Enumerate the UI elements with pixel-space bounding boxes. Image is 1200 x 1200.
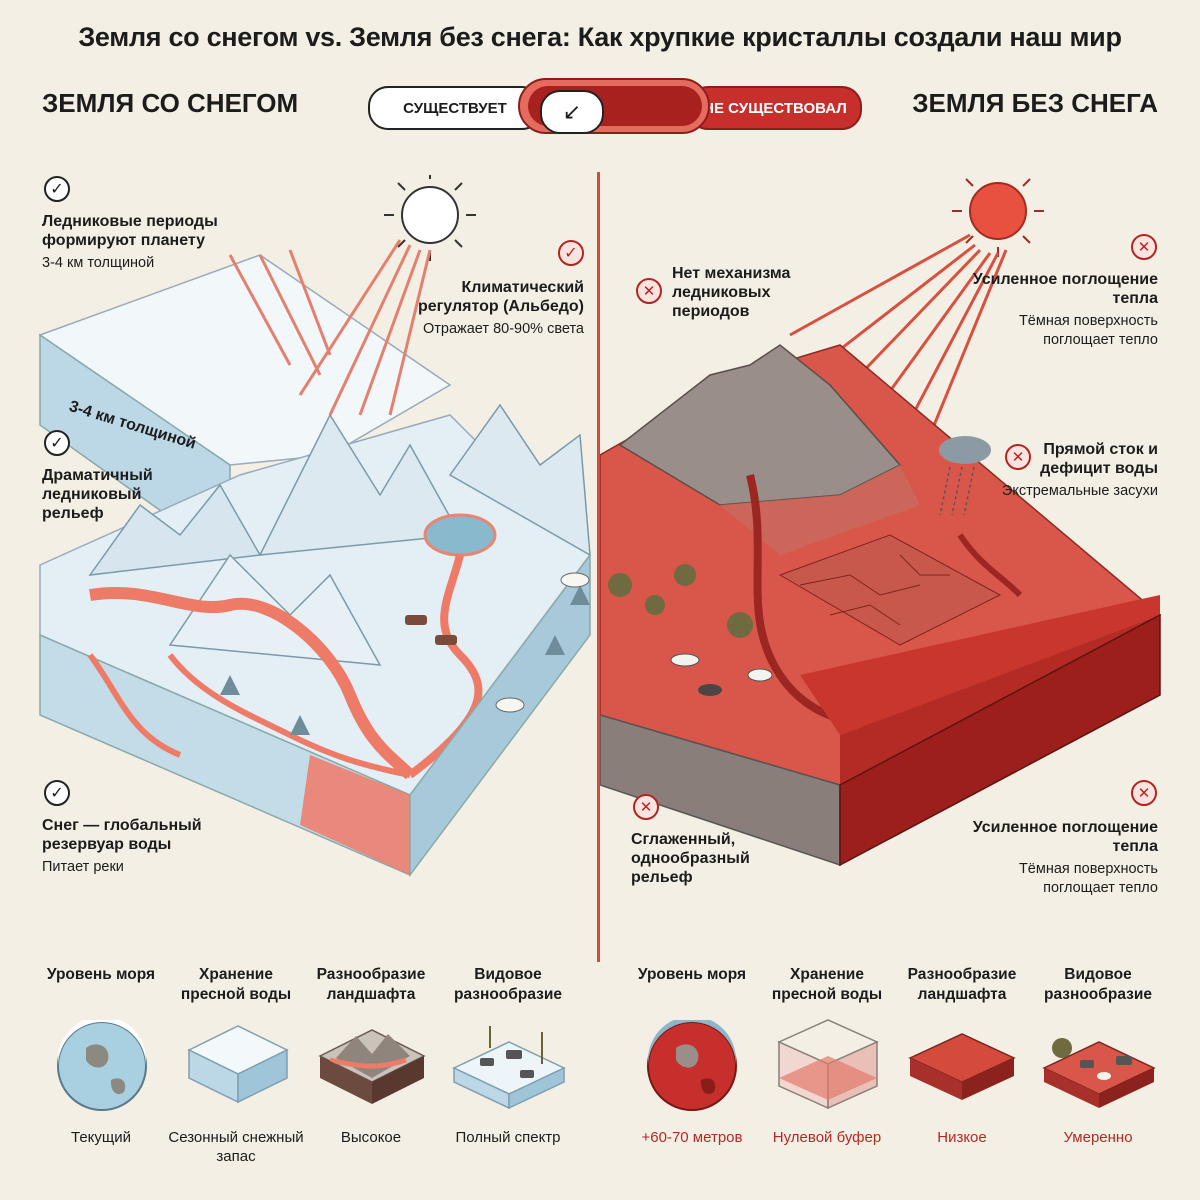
snowy-earth-diagram (38, 175, 591, 878)
snow-toggle[interactable]: СУЩЕСТВУЕТ НЕ СУЩЕСТВОВАЛ ↙ (368, 78, 862, 134)
bottom-left-label-freshwater: Хранение пресной воды (180, 966, 292, 1003)
note-albedo: Климатический регулятор (Альбедо)Отражае… (417, 279, 584, 337)
x-icon: ✕ (633, 794, 659, 820)
check-icon: ✓ (558, 240, 584, 266)
check-icon: ✓ (44, 176, 70, 202)
white-sun-icon (384, 175, 476, 261)
toggle-not-exist-label[interactable]: НЕ СУЩЕСТВОВАЛ (688, 86, 862, 130)
note-no-ice-age-mechanism: Нет механизма ледниковых периодов (672, 265, 791, 320)
red-sun-icon (952, 178, 1044, 257)
bottom-left-value-landscape: Высокое (340, 1129, 402, 1146)
x-icon: ✕ (1131, 234, 1157, 260)
check-icon: ✓ (44, 430, 70, 456)
bottom-left-value-species: Полный спектр (455, 1129, 561, 1146)
bottom-right-value-freshwater: Нулевой буфер (772, 1129, 882, 1146)
landscape-icon (318, 1029, 426, 1104)
flat-slab-icon (908, 1033, 1016, 1100)
snowless-earth-diagram (600, 178, 1162, 867)
page-title: Земля со снегом vs. Земля без снега: Как… (78, 22, 1122, 52)
check-icon: ✓ (44, 780, 70, 806)
bottom-left-value-freshwater: Сезонный снежный запас (168, 1129, 304, 1165)
bottom-left-label-sea-level: Уровень моря (46, 966, 156, 983)
bottom-right-value-sea-level: +60-70 метров (641, 1129, 743, 1146)
species-icon (452, 1026, 566, 1110)
toggle-track[interactable]: ↙ (518, 78, 710, 134)
bottom-left-label-species: Видовое разнообразие (454, 966, 562, 1003)
empty-box-icon (777, 1019, 879, 1110)
toggle-exists-label[interactable]: СУЩЕСТВУЕТ (368, 86, 542, 130)
bottom-left-value-sea-level: Текущий (71, 1129, 131, 1146)
bottom-right-value-landscape: Низкое (937, 1129, 987, 1146)
left-heading: ЗЕМЛЯ СО СНЕГОМ (42, 88, 299, 118)
note-glacial-relief: Драматичный ледниковый рельеф (42, 467, 153, 522)
globe-icon (57, 1020, 147, 1111)
bottom-right-value-species: Умеренно (1063, 1129, 1133, 1146)
right-heading: ЗЕМЛЯ БЕЗ СНЕГА (912, 88, 1158, 118)
bottom-left-label-landscape: Разнообразие ландшафта (316, 966, 426, 1003)
note-smooth-relief: Сглаженный, однообразный рельеф (631, 831, 750, 886)
toggle-knob-arrow-icon[interactable]: ↙ (540, 90, 604, 134)
ice-block-icon (187, 1025, 289, 1104)
rain-cloud-icon (939, 436, 991, 516)
globe-icon (647, 1020, 737, 1111)
center-divider (597, 172, 600, 962)
x-icon: ✕ (1005, 444, 1031, 470)
bottom-right-label-freshwater: Хранение пресной воды (771, 966, 883, 1003)
x-icon: ✕ (1131, 780, 1157, 806)
species-icon (1042, 1038, 1156, 1108)
x-icon: ✕ (636, 278, 662, 304)
bottom-right-label-landscape: Разнообразие ландшафта (907, 966, 1017, 1003)
bottom-right-label-species: Видовое разнообразие (1044, 966, 1152, 1003)
bottom-right-label-sea-level: Уровень моря (637, 966, 747, 983)
